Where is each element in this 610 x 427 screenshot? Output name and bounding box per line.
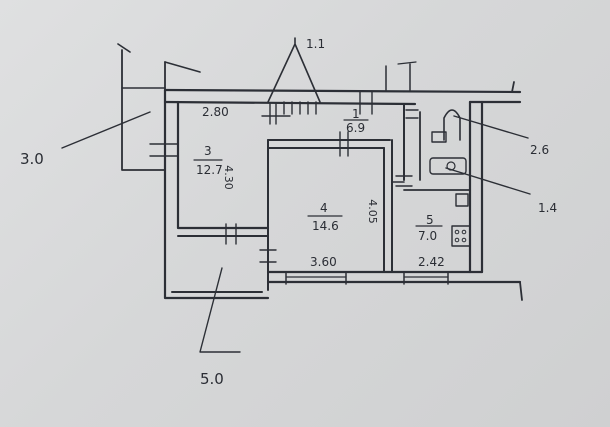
room-5-area: 7.0 bbox=[418, 229, 438, 243]
interior-walls bbox=[267, 103, 471, 273]
room-4-number: 4 bbox=[320, 201, 328, 215]
left-annex bbox=[117, 43, 201, 171]
dimension-room4-bottom: 3.60 bbox=[310, 255, 337, 269]
room-1-area: 6.9 bbox=[346, 121, 366, 135]
room-5-number: 5 bbox=[426, 213, 434, 227]
callout-bottom: 5.0 bbox=[200, 370, 224, 388]
room-3-area: 12.7 bbox=[196, 163, 223, 177]
bathroom-fixtures bbox=[429, 109, 471, 247]
leader-lines bbox=[61, 37, 531, 353]
room-1-number: 1 bbox=[352, 107, 360, 121]
callout-left: 3.0 bbox=[20, 150, 44, 168]
callout-top-center: 1.1 bbox=[306, 37, 326, 51]
door-ticks bbox=[225, 91, 419, 263]
windows bbox=[285, 61, 449, 285]
callout-right-upper: 2.6 bbox=[530, 143, 550, 157]
room-4-area: 14.6 bbox=[312, 219, 339, 233]
callout-right-lower: 1.4 bbox=[538, 201, 558, 215]
dimension-room5-bottom: 2.42 bbox=[418, 255, 445, 269]
dimension-top-wall: 2.80 bbox=[202, 105, 229, 119]
room-3-number: 3 bbox=[204, 144, 212, 158]
